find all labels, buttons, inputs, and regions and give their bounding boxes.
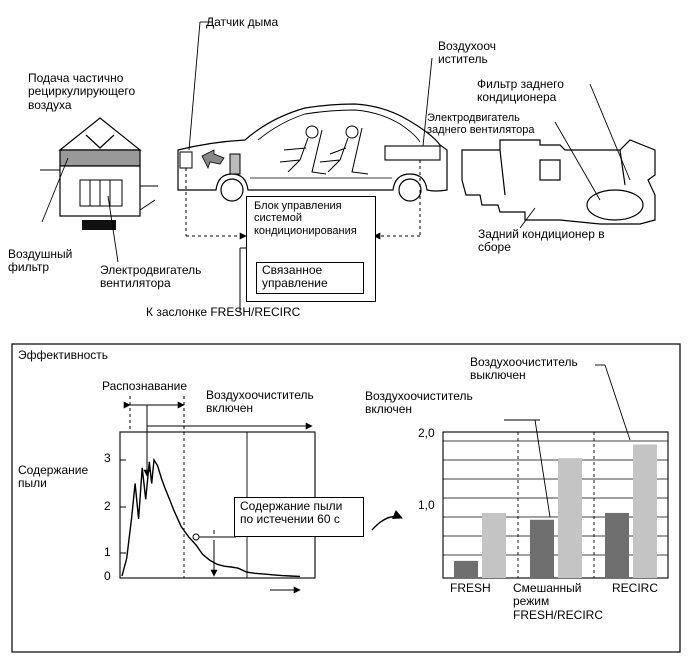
linked-control-box: [256, 262, 364, 294]
purifier-off-label: Воздухоочиститель выключен: [470, 355, 578, 383]
partial-recirc-label: Подача частично рециркулирующего воздуха: [28, 71, 136, 112]
category-mixed: Смешанный режим FRESH/RECIRC: [513, 581, 604, 622]
occupants: [279, 125, 369, 175]
y-tick-3: 3: [104, 451, 111, 465]
y-tick-0: 0: [104, 569, 111, 583]
dust-content-label: Содержание пыли: [18, 463, 89, 491]
bar-y-tick-1: 1,0: [418, 498, 435, 512]
bar-2-1: [633, 444, 657, 578]
category-fresh: FRESH: [450, 581, 491, 595]
damper-label: К заслонке FRESH/RECIRC: [146, 305, 301, 319]
dust-after-60s-label: Содержание пыли по истечении 60 с: [240, 499, 343, 527]
purifier-on-right-label: Воздухоочиститель включен: [365, 389, 473, 417]
bar-1-1: [558, 458, 582, 578]
bar-chart-frame: [442, 431, 669, 579]
rear-ac-assembly-label: Задний кондиционер в сборе: [478, 227, 605, 255]
bar-2-0: [605, 512, 629, 578]
ac-control-unit-label: Блок управления системой кондиционирован…: [254, 200, 357, 237]
bar-y-tick-2: 2,0: [418, 426, 435, 440]
linked-control-label: Связанное управление: [262, 263, 328, 291]
recognition-label: Распознавание: [102, 379, 188, 393]
rear-ac-filter-label: Фильтр заднего кондиционера: [477, 77, 564, 105]
intake-block: [229, 153, 241, 175]
efficiency-panel: [11, 343, 681, 653]
air-inlet-unit: [40, 117, 158, 230]
airflow-arrow-icon: [201, 149, 225, 170]
bar-0-1: [482, 512, 506, 578]
purifier-on-top-label: Воздухоочиститель включен: [206, 388, 314, 416]
smoke-sensor-label: Датчик дыма: [206, 15, 279, 29]
transition-arrow-icon: [371, 510, 403, 531]
dust-after-60s-box: [234, 497, 364, 537]
air-filter-label: Воздушный фильтр: [8, 247, 73, 275]
fan-motor-label: Электродвигатель вентилятора: [100, 263, 202, 291]
rear-fan-motor-label: Электродвигатель заднего вентилятора: [427, 112, 535, 137]
bar-0-0: [454, 560, 478, 578]
dust-line: [121, 457, 301, 578]
y-tick-2: 2: [104, 499, 111, 513]
rear-ac-unit: [461, 139, 656, 225]
efficiency-label: Эффективность: [18, 348, 109, 362]
dust-line-chart: [121, 457, 301, 578]
air-purifier-box: [384, 145, 441, 161]
efficiency-bar-chart: [454, 444, 657, 578]
bar-1-0: [530, 519, 554, 578]
category-recirc: RECIRC: [612, 581, 659, 595]
y-tick-1: 1: [104, 545, 111, 559]
smoke-sensor-box: [179, 151, 193, 169]
air-purifier-label: Воздухооч иститель: [438, 39, 496, 67]
car-outline: [177, 103, 448, 202]
